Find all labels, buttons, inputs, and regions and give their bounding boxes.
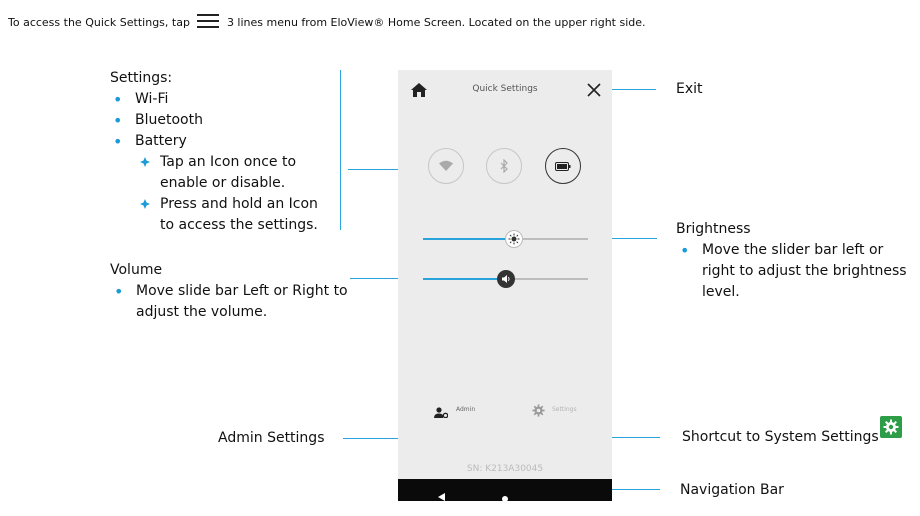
volume-icon: [501, 275, 509, 283]
exit-connector-line: [606, 89, 656, 90]
list-item: Move the slider bar left or right to adj…: [680, 240, 916, 303]
settings-connector-line: [348, 169, 408, 170]
brightness-thumb[interactable]: [504, 230, 523, 248]
battery-icon: [555, 161, 571, 171]
brightness-connector-line: [597, 238, 657, 239]
gear-badge-icon: [880, 416, 902, 438]
admin-icon[interactable]: [434, 403, 449, 422]
intro-after: 3 lines menu from EloView® Home Screen. …: [226, 16, 646, 29]
wifi-icon: [439, 160, 453, 171]
settings-notes: Settings: Wi-Fi Bluetooth Battery Tap an…: [110, 68, 340, 236]
intro-before: To access the Quick Settings, tap: [8, 16, 190, 29]
serial-number: SN: K213A30045: [466, 464, 544, 474]
bluetooth-icon: [500, 159, 508, 173]
admin-text[interactable]: Admin: [456, 406, 476, 413]
panel-title: Quick Settings: [472, 84, 538, 94]
settings-gear-icon[interactable]: [532, 402, 545, 421]
admin-settings-label: Admin Settings: [218, 430, 325, 446]
volume-notes: Volume Move slide bar Left or Right to a…: [110, 260, 350, 323]
brightness-list: Move the slider bar left or right to adj…: [676, 240, 916, 303]
close-icon[interactable]: [587, 82, 601, 101]
list-item: Wi-Fi: [113, 89, 340, 110]
brightness-heading: Brightness: [676, 221, 751, 237]
intro-text: To access the Quick Settings, tap 3 line…: [8, 14, 646, 29]
shortcut-label: Shortcut to System Settings: [682, 429, 879, 445]
quick-settings-panel: Quick Settings Admin Settings SN: K213A3…: [398, 70, 612, 502]
subitem-text: Press and hold an Icon to access the set…: [160, 196, 318, 233]
battery-toggle[interactable]: [545, 148, 581, 184]
home-dot-icon[interactable]: [502, 487, 508, 506]
navigation-bar: [398, 479, 612, 502]
exit-label: Exit: [676, 81, 703, 97]
volume-connector-line: [350, 278, 410, 279]
volume-list: Move slide bar Left or Right to adjust t…: [110, 281, 350, 323]
bluetooth-toggle[interactable]: [486, 148, 522, 184]
subitem-text: Tap an Icon once to enable or disable.: [160, 154, 297, 191]
back-icon[interactable]: [438, 486, 445, 505]
settings-heading: Settings:: [110, 70, 173, 86]
navigation-connector-line: [604, 489, 660, 490]
list-item: Tap an Icon once to enable or disable.: [140, 152, 330, 194]
settings-bracket-line: [340, 70, 341, 230]
admin-connector-line: [343, 438, 443, 439]
menu-icon: [197, 14, 220, 28]
diamond-bullet-icon: [140, 157, 150, 167]
volume-heading: Volume: [110, 262, 163, 278]
battery-sublist: Tap an Icon once to enable or disable. P…: [110, 152, 330, 236]
list-item: Bluetooth: [113, 110, 340, 131]
brightness-notes: Brightness Move the slider bar left or r…: [676, 219, 916, 303]
settings-text[interactable]: Settings: [552, 406, 577, 413]
brightness-icon: [508, 233, 520, 245]
list-item: Battery: [113, 131, 340, 152]
volume-thumb[interactable]: [496, 270, 515, 288]
home-icon[interactable]: [411, 82, 427, 101]
wifi-toggle[interactable]: [428, 148, 464, 184]
navigation-bar-label: Navigation Bar: [680, 482, 784, 498]
diamond-bullet-icon: [140, 199, 150, 209]
list-item: Move slide bar Left or Right to adjust t…: [114, 281, 350, 323]
settings-list: Wi-Fi Bluetooth Battery: [110, 89, 340, 152]
list-item: Press and hold an Icon to access the set…: [140, 194, 330, 236]
